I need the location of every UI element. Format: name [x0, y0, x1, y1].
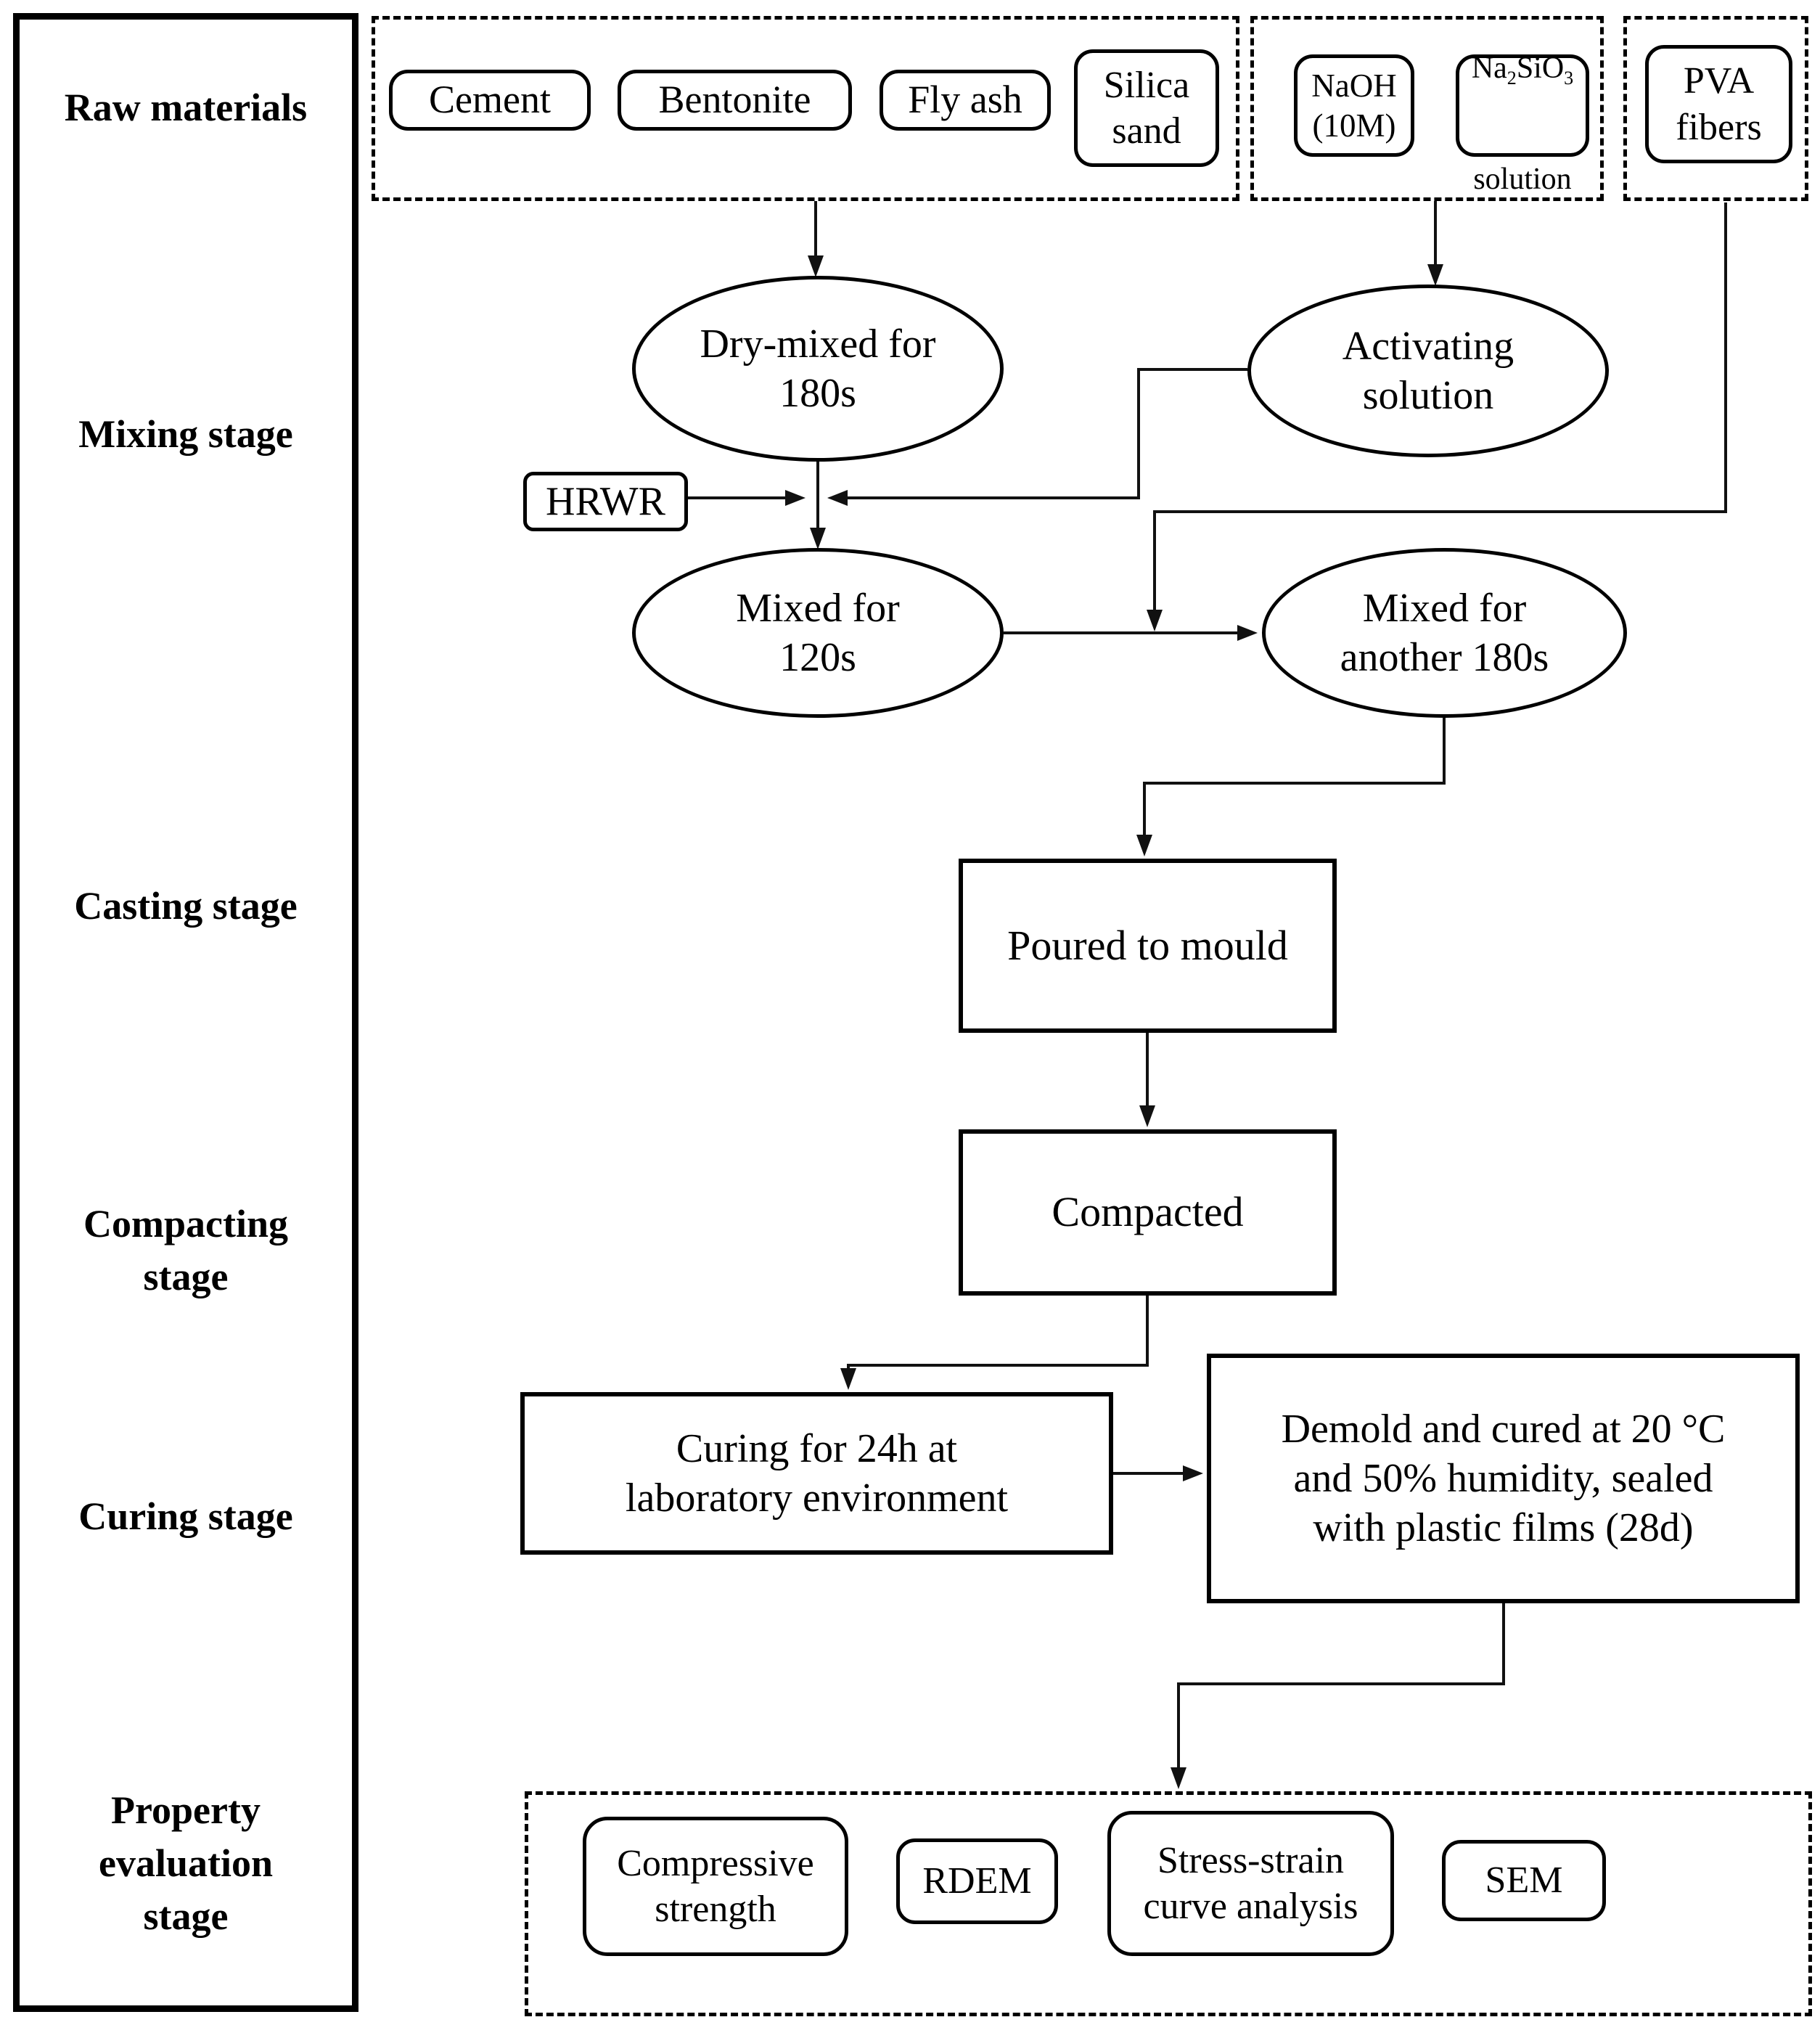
group-property-evaluation: [525, 1791, 1812, 2016]
node-cement: Cement: [389, 70, 591, 131]
node-hrwr: HRWR: [523, 472, 688, 531]
node-pva-fibers: PVA fibers: [1645, 45, 1792, 163]
stage-label-casting: Casting stage: [74, 884, 298, 928]
node-silica-sand: Silica sand: [1074, 49, 1219, 167]
group-activator-solutions: [1250, 16, 1604, 201]
stage-label-compacting: Compacting stage: [83, 1202, 288, 1298]
node-mixed-another-180s: Mixed for another 180s: [1262, 548, 1627, 718]
node-compacted: Compacted: [959, 1129, 1337, 1296]
stage-label-curing: Curing stage: [78, 1494, 293, 1538]
group-pva-fibers: [1623, 16, 1808, 201]
na2sio3-formula: Na2SiO3: [1471, 51, 1574, 89]
node-naoh: NaOH (10M): [1294, 54, 1414, 157]
node-mixed-120s: Mixed for 120s: [632, 548, 1004, 718]
stage-label-property-evaluation: Property evaluation stage: [98, 1788, 274, 1938]
stage-label-mixing: Mixing stage: [78, 412, 293, 456]
node-fly-ash: Fly ash: [880, 70, 1051, 131]
stage-sidebar: [13, 13, 358, 2012]
node-bentonite: Bentonite: [618, 70, 852, 131]
node-stress-strain: Stress-strain curve analysis: [1107, 1811, 1394, 1956]
na2sio3-label: Na2SiO3 solution: [1472, 12, 1573, 198]
stage-label-raw-materials: Raw materials: [64, 86, 308, 129]
node-demold-cured: Demold and cured at 20 °C and 50% humidi…: [1207, 1354, 1800, 1603]
node-compressive-strength: Compressive strength: [583, 1817, 848, 1956]
na2sio3-solution: solution: [1473, 163, 1572, 197]
node-poured-to-mould: Poured to mould: [959, 859, 1337, 1033]
node-dry-mixed-180s: Dry-mixed for 180s: [632, 276, 1004, 462]
node-curing-lab: Curing for 24h at laboratory environment: [520, 1392, 1113, 1555]
group-dry-raw-materials: [372, 16, 1239, 201]
node-na2sio3: Na2SiO3 solution: [1456, 52, 1589, 196]
node-activating-solution: Activating solution: [1247, 285, 1609, 457]
node-sem: SEM: [1442, 1840, 1606, 1921]
node-rdem: RDEM: [896, 1838, 1058, 1924]
